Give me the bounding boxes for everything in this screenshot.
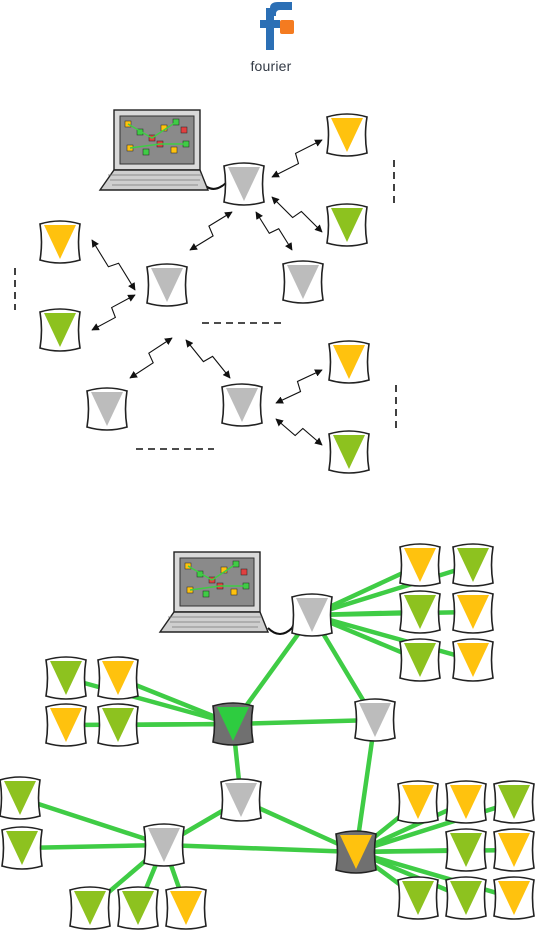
gray-router-node [87,388,127,430]
green-sensor-node [98,704,138,746]
yellow-sensor-node [453,591,493,633]
yellow-sensor-node [329,341,369,383]
wired-link [312,565,473,615]
yellow-sensor-node [494,829,534,871]
green-sensor-node [70,887,110,929]
wireless-link [130,338,172,378]
green-sensor-node [446,877,486,919]
green-sensor-node [494,781,534,823]
yellow-sensor-node [46,704,86,746]
usb-cable [268,616,295,634]
logo-wordmark: fourier [240,58,302,74]
yellow-sensor-node [494,877,534,919]
green-sensor-node [453,544,493,586]
gray-router-node [355,699,395,741]
wireless-link [186,340,230,378]
wired-link [356,850,514,852]
wireless-link [276,370,322,403]
wireless-link [256,212,292,250]
yellow-sensor-node [327,114,367,156]
green-sensor-node [446,829,486,871]
wired-link [312,612,473,615]
green-sensor-node [2,827,42,869]
green-sensor-node [46,657,86,699]
wireless-link [276,419,322,445]
wireless-link [92,240,135,290]
gray-router-node [222,384,262,426]
yellow-sensor-node [398,781,438,823]
gray-router-node [147,264,187,306]
yellow-sensor-node [400,544,440,586]
wireless-link [92,295,135,330]
wireless-link [272,140,322,177]
green-sensor-node [329,431,369,473]
coordinator-node [213,703,253,745]
yellow-sensor-node [453,639,493,681]
laptop-computer-bottom [160,552,268,632]
fourier-logo-icon [260,2,294,50]
gray-router-node [224,163,264,205]
gray-router-node [144,824,184,866]
wireless-link [272,197,322,232]
green-sensor-node [400,639,440,681]
wireless-link [190,212,232,250]
yellow-sensor-node [40,221,80,263]
green-sensor-node [40,309,80,351]
wired-link [22,845,164,848]
gray-router-node [292,594,332,636]
green-sensor-node [400,591,440,633]
wired-link [66,678,233,724]
wired-link [233,720,375,724]
yellow-sensor-node [98,657,138,699]
green-sensor-node [398,877,438,919]
green-sensor-node [118,887,158,929]
yellow-sensor-node [446,781,486,823]
coordinator-node [336,831,376,873]
gray-router-node [283,261,323,303]
green-sensor-node [0,777,40,819]
yellow-sensor-node [166,887,206,929]
gray-router-node [221,779,261,821]
laptop-computer-top [100,110,208,190]
wired-link [164,845,356,852]
green-sensor-node [327,204,367,246]
